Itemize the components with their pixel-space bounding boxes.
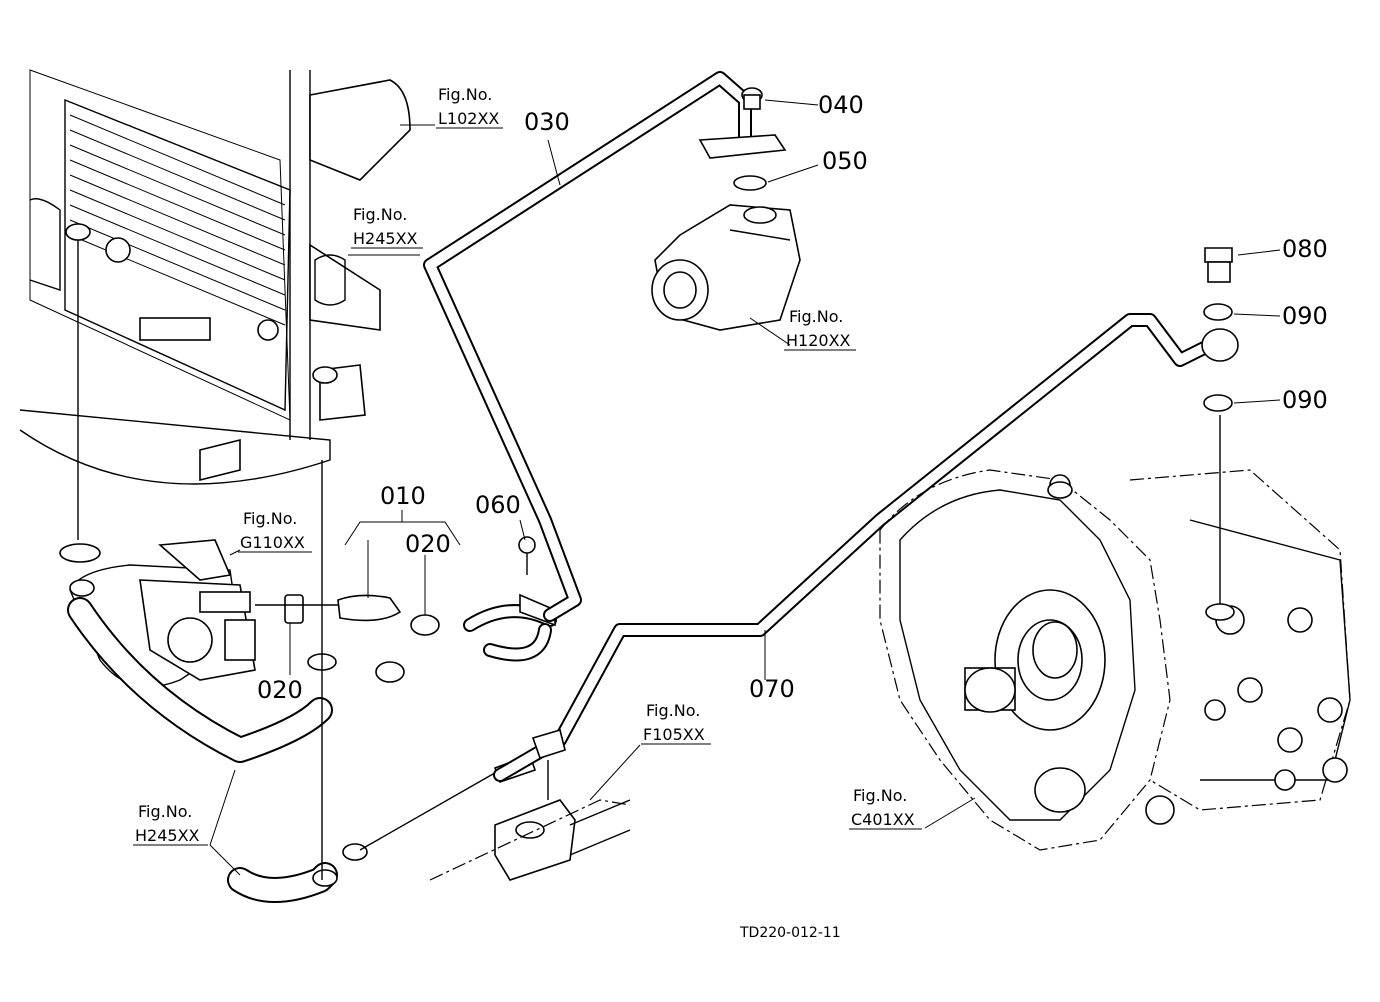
figure-references: Fig.No. L102XX Fig.No. H245XX Fig.No. H1… xyxy=(133,85,922,846)
part-number-labels: 010 020 020 030 040 050 060 070 080 090 … xyxy=(257,91,1328,704)
hydraulic-pump xyxy=(651,87,801,331)
svg-text:Fig.No.: Fig.No. xyxy=(353,205,407,224)
svg-text:H245XX: H245XX xyxy=(135,826,200,845)
fig-ref-h120: Fig.No. H120XX xyxy=(784,307,856,351)
part-020-label-upper: 020 xyxy=(405,530,451,558)
fig-ref-c401: Fig.No. C401XX xyxy=(849,786,922,830)
svg-text:F105XX: F105XX xyxy=(643,725,705,744)
svg-text:Fig.No.: Fig.No. xyxy=(789,307,843,326)
part-070-label: 070 xyxy=(749,675,795,703)
fig-ref-g110: Fig.No. G110XX xyxy=(238,509,312,553)
svg-text:Fig.No.: Fig.No. xyxy=(138,802,192,821)
part-050-label: 050 xyxy=(822,147,868,175)
part-030-label: 030 xyxy=(524,108,570,136)
svg-text:Fig.No.: Fig.No. xyxy=(438,85,492,104)
svg-text:L102XX: L102XX xyxy=(438,109,499,128)
svg-text:Fig.No.: Fig.No. xyxy=(853,786,907,805)
diagram-code: TD220-012-11 xyxy=(739,925,841,941)
part-060-label: 060 xyxy=(475,491,521,519)
leader-lines xyxy=(209,99,1281,876)
part-020-label-lower: 020 xyxy=(257,676,303,704)
svg-text:C401XX: C401XX xyxy=(851,810,915,829)
svg-text:Fig.No.: Fig.No. xyxy=(646,701,700,720)
radiator-assembly xyxy=(19,69,411,540)
svg-text:H245XX: H245XX xyxy=(353,229,418,248)
svg-text:H120XX: H120XX xyxy=(786,331,851,350)
part-090-label-upper: 090 xyxy=(1282,302,1328,330)
pipe-070 xyxy=(493,313,1217,800)
fig-ref-f105: Fig.No. F105XX xyxy=(641,701,711,745)
part-040-label: 040 xyxy=(818,91,864,119)
part-080-label: 080 xyxy=(1282,235,1328,263)
pipe-030 xyxy=(423,71,752,622)
fig-ref-h245-lower: Fig.No. H245XX xyxy=(133,802,208,846)
fig-ref-h245-upper: Fig.No. H245XX xyxy=(351,205,423,249)
fig-ref-l102: Fig.No. L102XX xyxy=(436,85,503,129)
svg-text:G110XX: G110XX xyxy=(240,533,305,552)
part-010-label: 010 xyxy=(380,482,426,510)
transmission-housing xyxy=(879,247,1351,851)
bracket-f105 xyxy=(429,799,631,881)
lower-hose-assembly xyxy=(59,460,557,903)
svg-text:Fig.No.: Fig.No. xyxy=(243,509,297,528)
part-090-label-lower: 090 xyxy=(1282,386,1328,414)
